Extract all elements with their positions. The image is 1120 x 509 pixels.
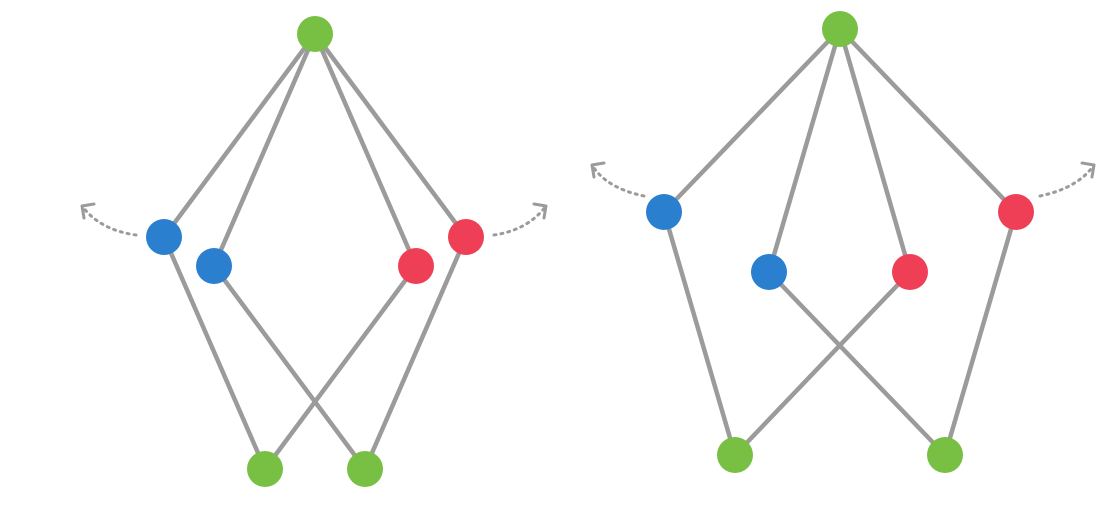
dotted-arrow-up-right: [492, 202, 548, 237]
node-green-bottom-left: [717, 437, 753, 473]
dotted-arrow-up-right: [1038, 161, 1096, 198]
edge-blue-outer-to-bottom-left: [661, 209, 738, 458]
edge-red-inner-to-bottom-left: [262, 263, 419, 472]
edge-blue-inner-to-bottom-right: [211, 263, 368, 472]
edge-top-to-blue-inner: [211, 31, 318, 269]
edge-red-outer-to-bottom-right: [942, 209, 1019, 458]
node-green-bottom-right: [927, 437, 963, 473]
arrowhead-icon: [532, 202, 548, 220]
node-red-red-inner: [892, 254, 928, 290]
node-red-red-outer: [998, 194, 1034, 230]
dotted-arrow-up-left: [590, 161, 646, 198]
node-green-top: [297, 16, 333, 52]
node-green-bottom-left: [247, 451, 283, 487]
edge-red-inner-to-bottom-left: [732, 269, 913, 458]
node-green-bottom-right: [347, 451, 383, 487]
node-blue-blue-outer: [646, 194, 682, 230]
edge-top-to-red-outer: [312, 31, 469, 240]
edge-blue-outer-to-bottom-left: [161, 234, 268, 472]
node-blue-blue-outer: [146, 219, 182, 255]
node-red-red-outer: [448, 219, 484, 255]
right-graph: [590, 11, 1096, 473]
arrowhead-icon: [1080, 161, 1096, 179]
edge-top-to-blue-outer: [661, 26, 843, 215]
edge-blue-inner-to-bottom-right: [766, 269, 948, 458]
edge-red-outer-to-bottom-right: [362, 234, 469, 472]
node-red-red-inner: [398, 248, 434, 284]
node-green-top: [822, 11, 858, 47]
edge-top-to-red-inner: [837, 26, 913, 275]
node-blue-blue-inner: [751, 254, 787, 290]
arrowhead-icon: [80, 202, 96, 220]
edge-top-to-red-outer: [837, 26, 1019, 215]
edge-top-to-blue-outer: [161, 31, 318, 240]
edge-top-to-red-inner: [312, 31, 419, 269]
dotted-arrow-up-left: [80, 202, 138, 237]
left-graph: [80, 16, 548, 487]
edge-top-to-blue-inner: [766, 26, 843, 275]
node-blue-blue-inner: [196, 248, 232, 284]
arrowhead-icon: [590, 161, 606, 179]
